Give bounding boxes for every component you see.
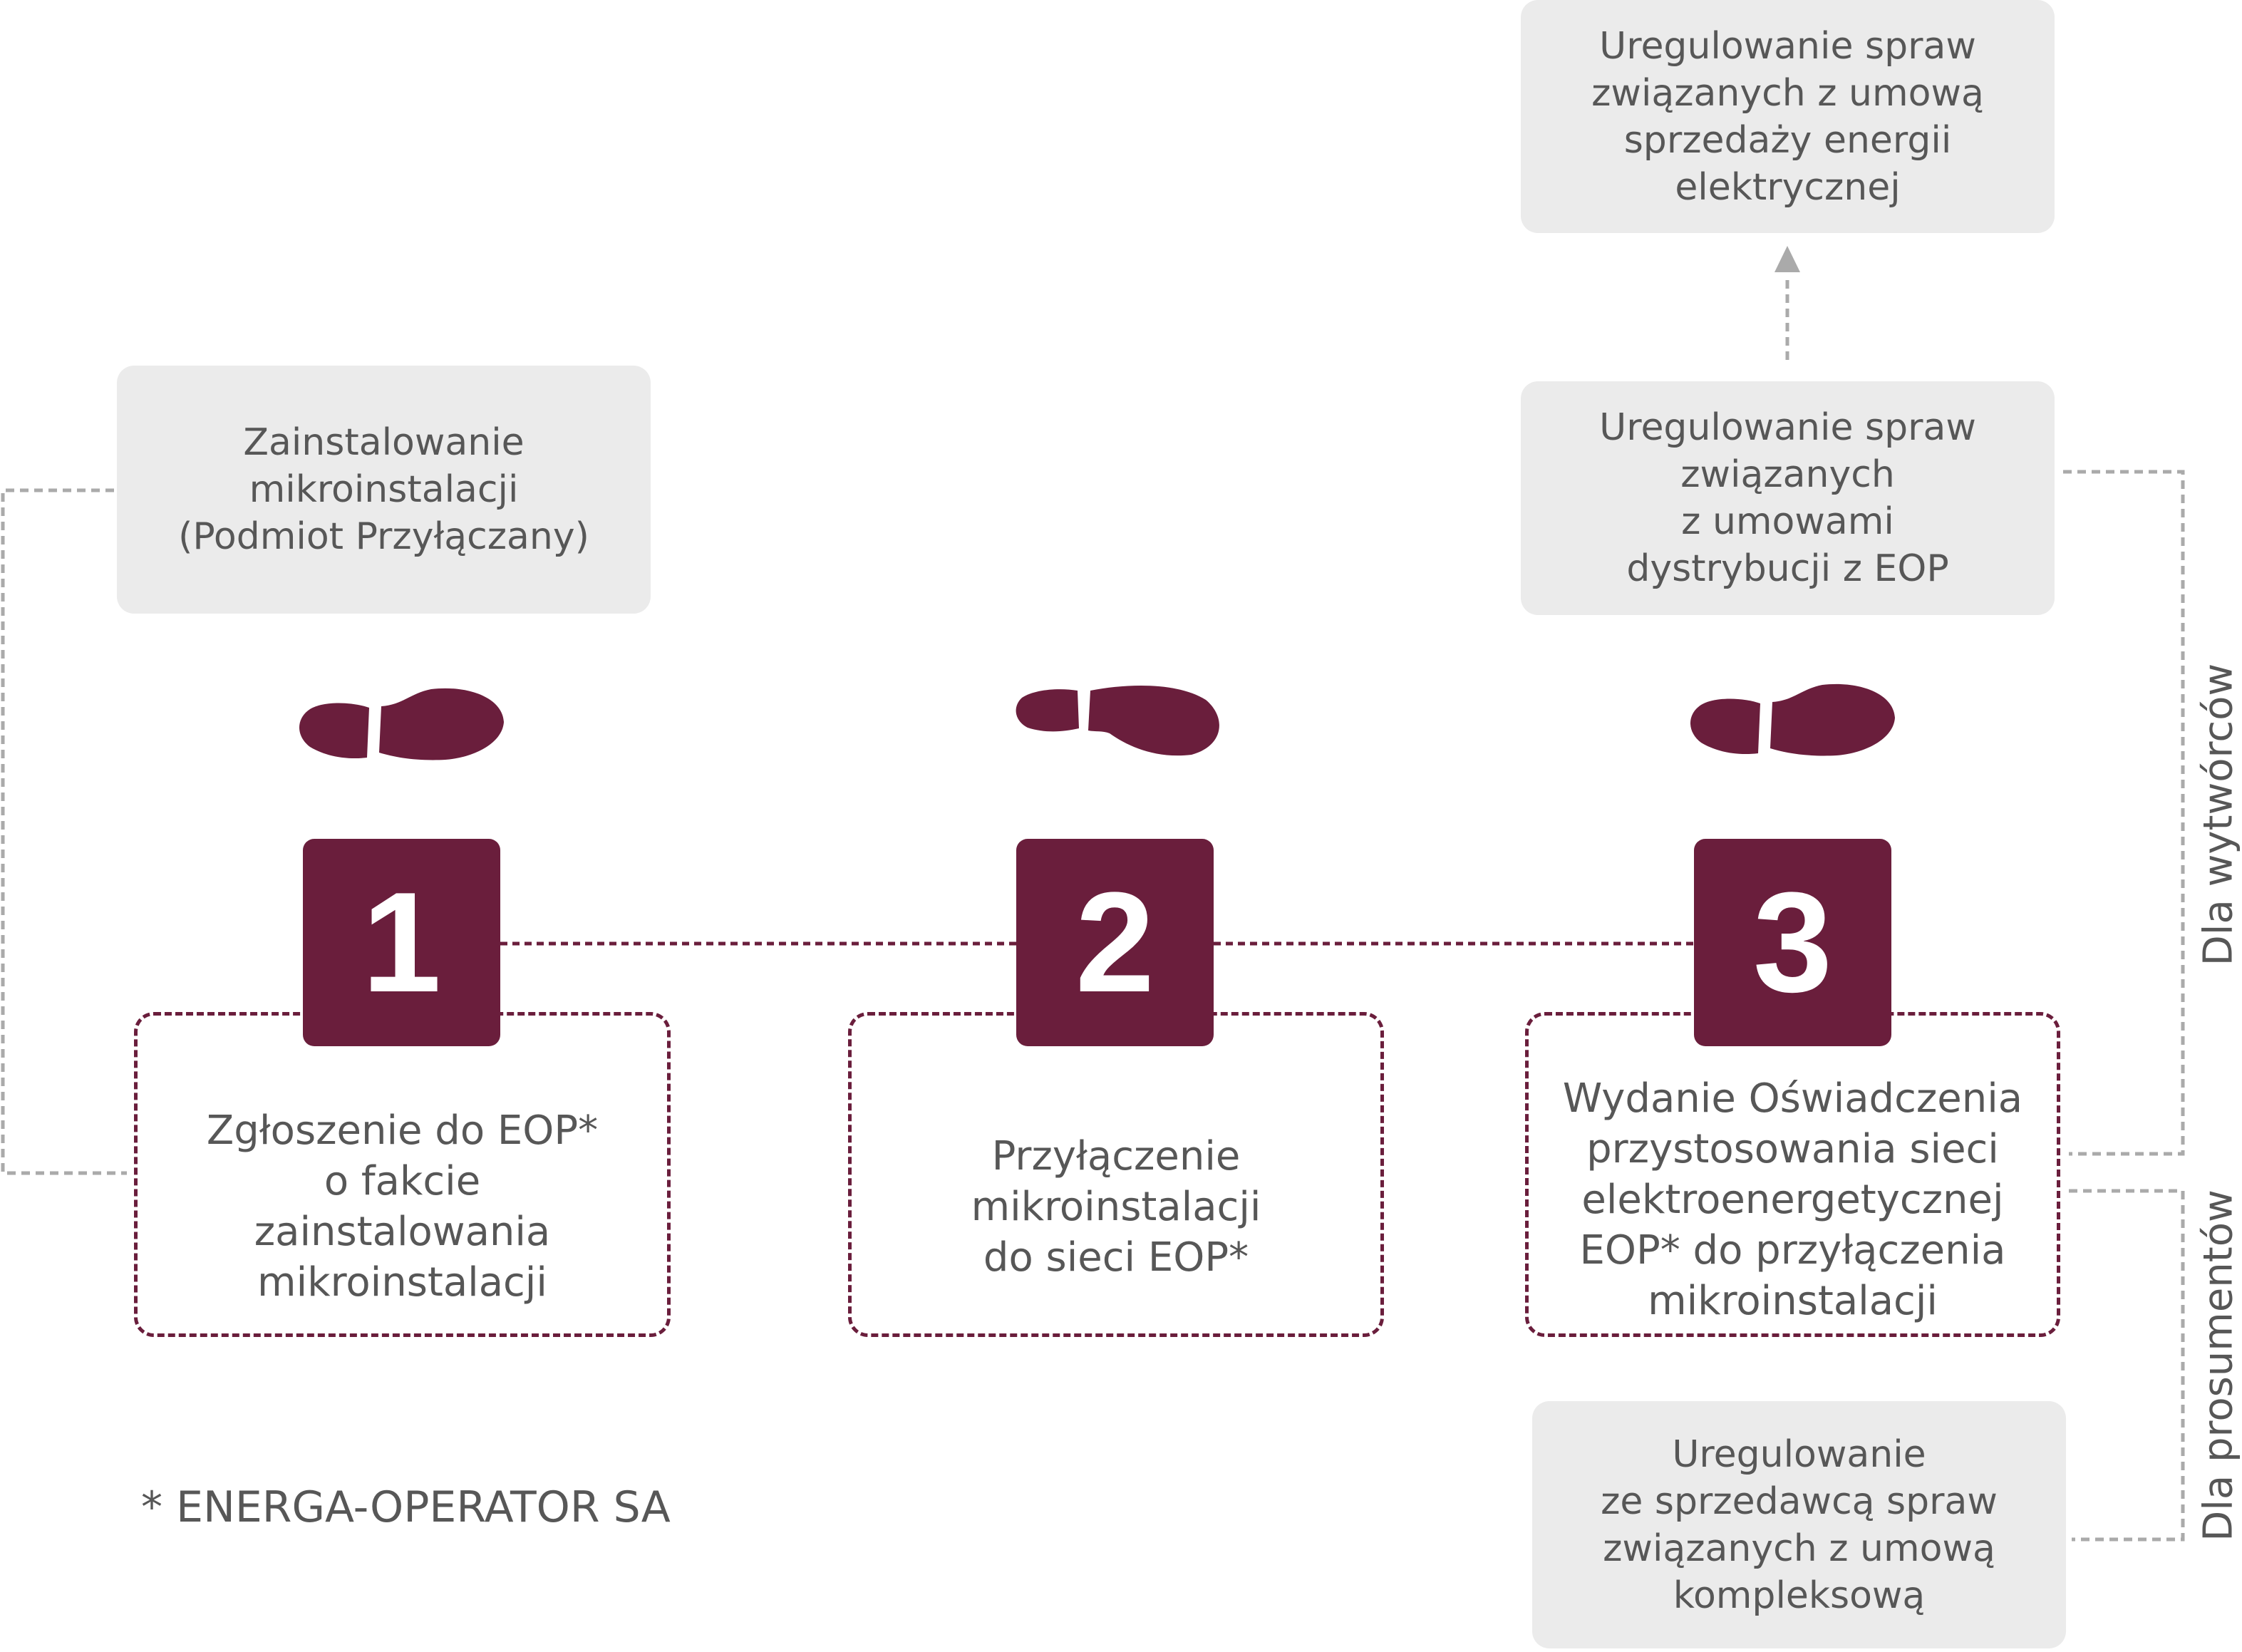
prosumers-label: Dla prosumentów [2195,1189,2242,1542]
step-2-box: Przyłączenie mikroinstalacji do sieci EO… [848,1012,1384,1337]
complex-contract-box: Uregulowanie ze sprzedawcą spraw związan… [1532,1401,2066,1648]
prosumers-bracket [2069,1189,2185,1542]
arrow-up-icon [1775,246,1800,272]
left-bracket [1,488,127,1175]
footprint-icon [299,688,504,760]
producers-bracket [2063,470,2185,1156]
footprint-icon [1016,686,1219,756]
footnote: * ENERGA-OPERATOR SA [141,1482,671,1532]
step-1-number: 1 [303,839,500,1046]
sales-contract-box: Uregulowanie spraw związanych z umową sp… [1521,0,2055,233]
footprint-icon [1690,683,1895,756]
step-2-number: 2 [1016,839,1214,1046]
producers-label: Dla wytwórców [2195,663,2242,966]
step-3-number: 3 [1694,839,1891,1046]
step-3-box: Wydanie Oświadczenia przystosowania siec… [1525,1012,2060,1337]
installation-box: Zainstalowanie mikroinstalacji (Podmiot … [117,366,651,614]
distribution-box: Uregulowanie spraw związanych z umowami … [1521,381,2055,615]
step-1-box: Zgłoszenie do EOP* o fakcie zainstalowan… [134,1012,671,1337]
